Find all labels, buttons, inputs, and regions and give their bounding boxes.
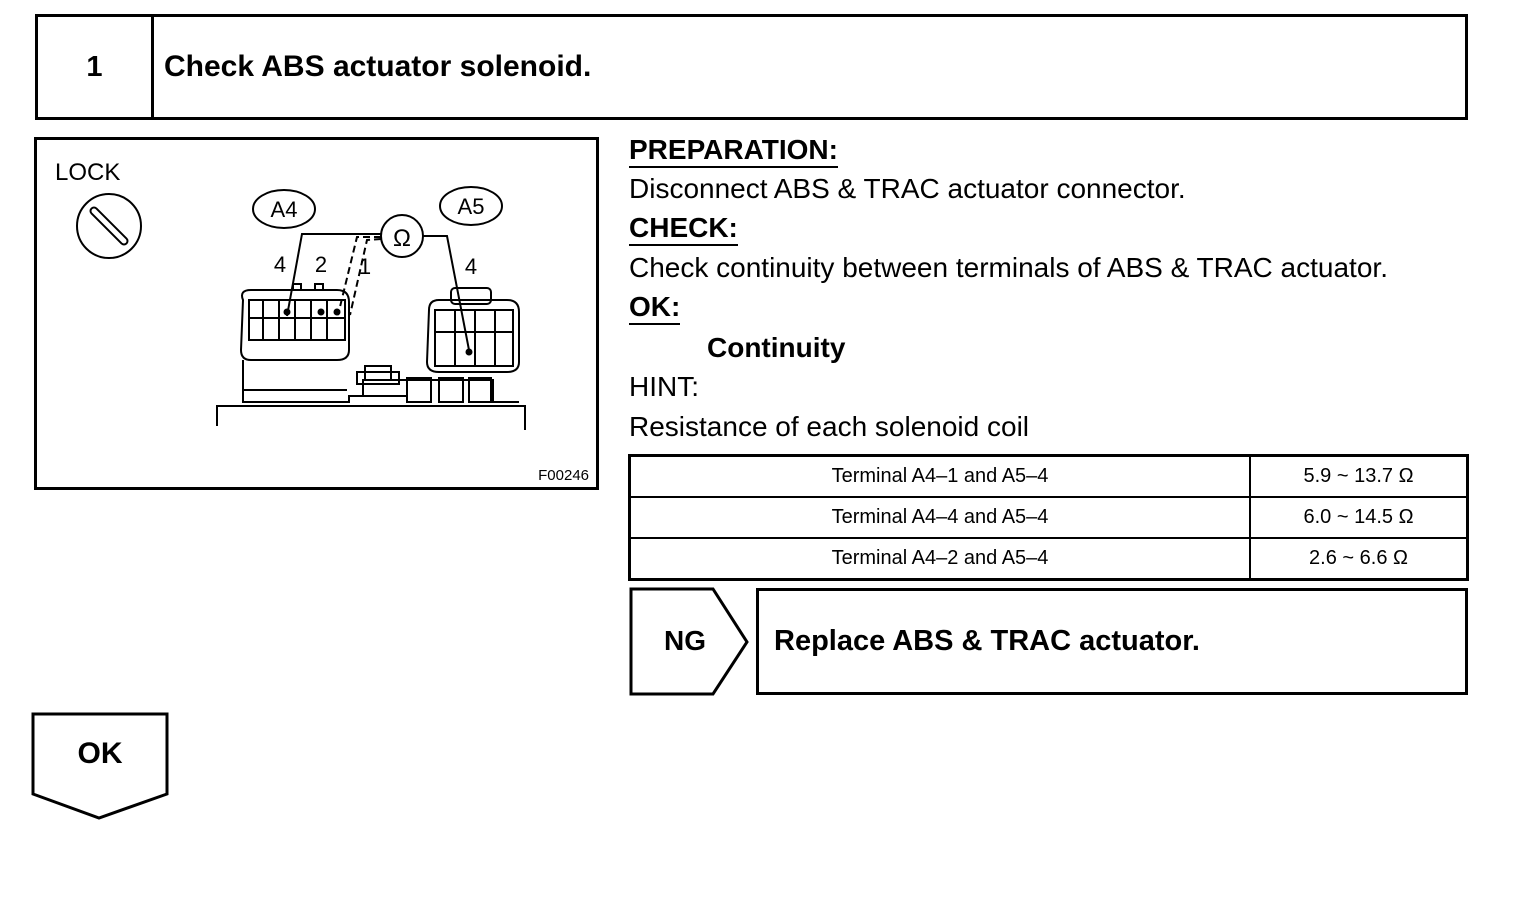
hint-heading: HINT: bbox=[629, 371, 699, 402]
check-heading: CHECK: bbox=[629, 212, 738, 246]
preparation-heading: PREPARATION: bbox=[629, 134, 838, 168]
ng-arrow-icon bbox=[629, 587, 749, 696]
ng-action-text: Replace ABS & TRAC actuator. bbox=[774, 625, 1200, 657]
resistance-cell: 2.6 ~ 6.6 Ω bbox=[1249, 537, 1469, 581]
lock-label: LOCK bbox=[55, 159, 120, 186]
resistance-table: Terminal A4–1 and A5–4 5.9 ~ 13.7 Ω Term… bbox=[628, 454, 1469, 581]
table-row: Terminal A4–4 and A5–4 6.0 ~ 14.5 Ω bbox=[628, 496, 1469, 539]
ng-label: NG bbox=[664, 625, 706, 656]
resistance-cell: 5.9 ~ 13.7 Ω bbox=[1249, 454, 1469, 498]
resistance-cell: 6.0 ~ 14.5 Ω bbox=[1249, 496, 1469, 539]
hint-body: Resistance of each solenoid coil bbox=[629, 411, 1030, 442]
connector-a5 bbox=[425, 287, 520, 373]
table-row: Terminal A4–2 and A5–4 2.6 ~ 6.6 Ω bbox=[628, 537, 1469, 581]
step-header: 1 Check ABS actuator solenoid. bbox=[35, 14, 1468, 120]
terminal-cell: Terminal A4–2 and A5–4 bbox=[628, 537, 1251, 581]
actuator-body bbox=[216, 365, 526, 430]
figure-code: F00246 bbox=[538, 467, 589, 484]
table-row: Terminal A4–1 and A5–4 5.9 ~ 13.7 Ω bbox=[628, 454, 1469, 498]
ok-arrow-icon bbox=[31, 712, 169, 820]
preparation-body: Disconnect ABS & TRAC actuator connector… bbox=[629, 173, 1186, 204]
ohmmeter-icon: Ω bbox=[380, 214, 424, 258]
pin-label-4: 4 bbox=[274, 252, 286, 277]
connector-a5-label: A5 bbox=[458, 194, 485, 219]
pin-label-2: 2 bbox=[315, 252, 327, 277]
connector-a4-label: A4 bbox=[271, 197, 298, 222]
ng-action-box: Replace ABS & TRAC actuator. bbox=[756, 588, 1468, 695]
terminal-cell: Terminal A4–1 and A5–4 bbox=[628, 454, 1251, 498]
terminal-cell: Terminal A4–4 and A5–4 bbox=[628, 496, 1251, 539]
connector-a4 bbox=[239, 283, 350, 391]
pin-label-1: 1 bbox=[359, 254, 371, 279]
pin-label-a5-4: 4 bbox=[465, 254, 477, 279]
ok-label: OK bbox=[77, 737, 123, 770]
ok-body: Continuity bbox=[707, 332, 846, 363]
connector-illustration: LOCK A4 A5 Ω 4 2 1 4 bbox=[34, 137, 599, 490]
step-number: 1 bbox=[38, 17, 154, 117]
step-title: Check ABS actuator solenoid. bbox=[164, 50, 592, 83]
connector-diagram: LOCK A4 A5 Ω 4 2 1 4 bbox=[55, 159, 589, 484]
ok-heading: OK: bbox=[629, 291, 681, 325]
lock-icon bbox=[76, 193, 142, 259]
ohm-symbol: Ω bbox=[393, 225, 411, 252]
check-body: Check continuity between terminals of AB… bbox=[629, 252, 1388, 283]
